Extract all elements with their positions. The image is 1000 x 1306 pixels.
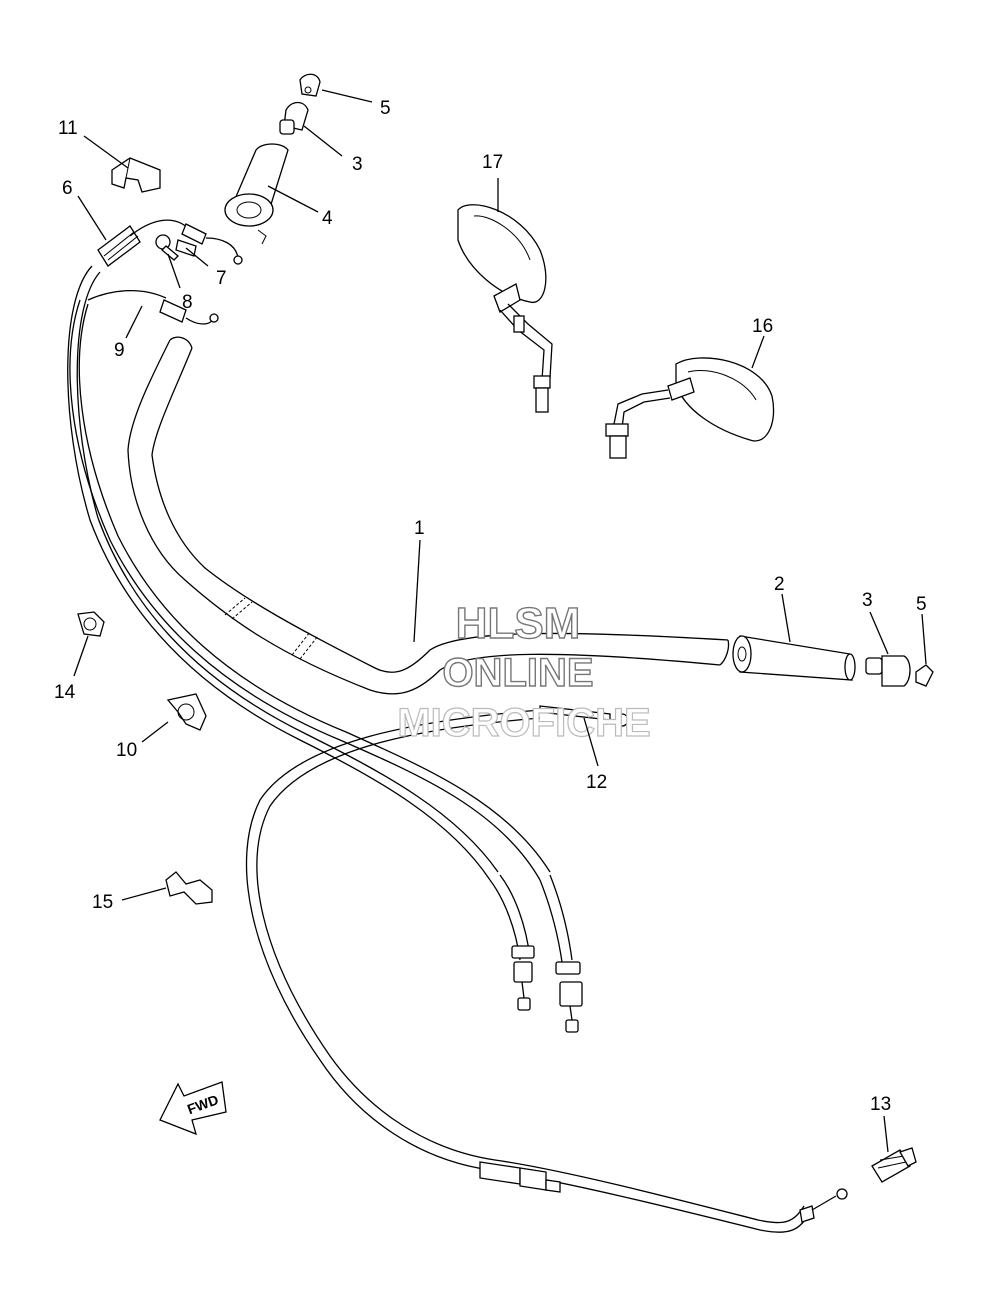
callout-8: 8 (182, 292, 193, 313)
watermark-line1: HLSM (456, 599, 581, 648)
cable-12[interactable] (245, 705, 848, 1233)
callout-3-left: 3 (352, 154, 363, 175)
watermark: HLSM ONLINE MICROFICHE (397, 598, 652, 745)
fwd-arrow-icon: FWD (159, 1081, 227, 1136)
leader-lines (73, 89, 927, 1153)
grip-end-weight-right[interactable] (865, 655, 911, 687)
callout-3-right: 3 (862, 590, 873, 611)
mirror-right-16[interactable] (605, 357, 775, 459)
handlebar[interactable] (127, 336, 730, 695)
right-grip[interactable] (732, 635, 856, 681)
cable-holder[interactable] (111, 157, 161, 193)
left-grip[interactable] (224, 143, 289, 245)
watermark-line3: MICROFICHE (397, 701, 650, 745)
callout-16: 16 (752, 316, 773, 337)
callout-5-left: 5 (380, 98, 391, 119)
clutch-cable[interactable] (69, 299, 583, 1033)
callout-14: 14 (54, 682, 76, 703)
callout-15: 15 (92, 892, 113, 913)
callout-17: 17 (482, 152, 503, 173)
callout-11: 11 (58, 118, 78, 139)
watermark-line2: ONLINE (442, 651, 593, 695)
switch-lever-assembly[interactable] (97, 219, 243, 267)
mirror-left-17[interactable] (457, 204, 553, 413)
callout-4: 4 (322, 208, 333, 229)
callout-12: 12 (586, 772, 607, 793)
callout-9: 9 (114, 340, 125, 361)
screw-8[interactable] (155, 234, 179, 261)
callout-2: 2 (774, 574, 785, 595)
callout-5-right: 5 (916, 594, 927, 615)
callout-6: 6 (62, 178, 73, 199)
callout-7: 7 (216, 268, 227, 289)
switch-9[interactable] (87, 289, 219, 325)
clamp-10[interactable] (166, 693, 207, 731)
clamp-15[interactable] (165, 871, 213, 905)
clamp-14[interactable] (77, 611, 105, 637)
callout-10: 10 (116, 740, 137, 761)
grip-end-screw-right[interactable] (915, 664, 934, 687)
throttle-housing-13[interactable] (871, 1147, 917, 1183)
grip-end-screw-left[interactable] (299, 73, 321, 97)
callout-1: 1 (414, 518, 425, 539)
grip-end-weight-left[interactable] (279, 101, 309, 135)
throttle-cable[interactable] (67, 265, 535, 1011)
callout-13: 13 (870, 1094, 891, 1115)
